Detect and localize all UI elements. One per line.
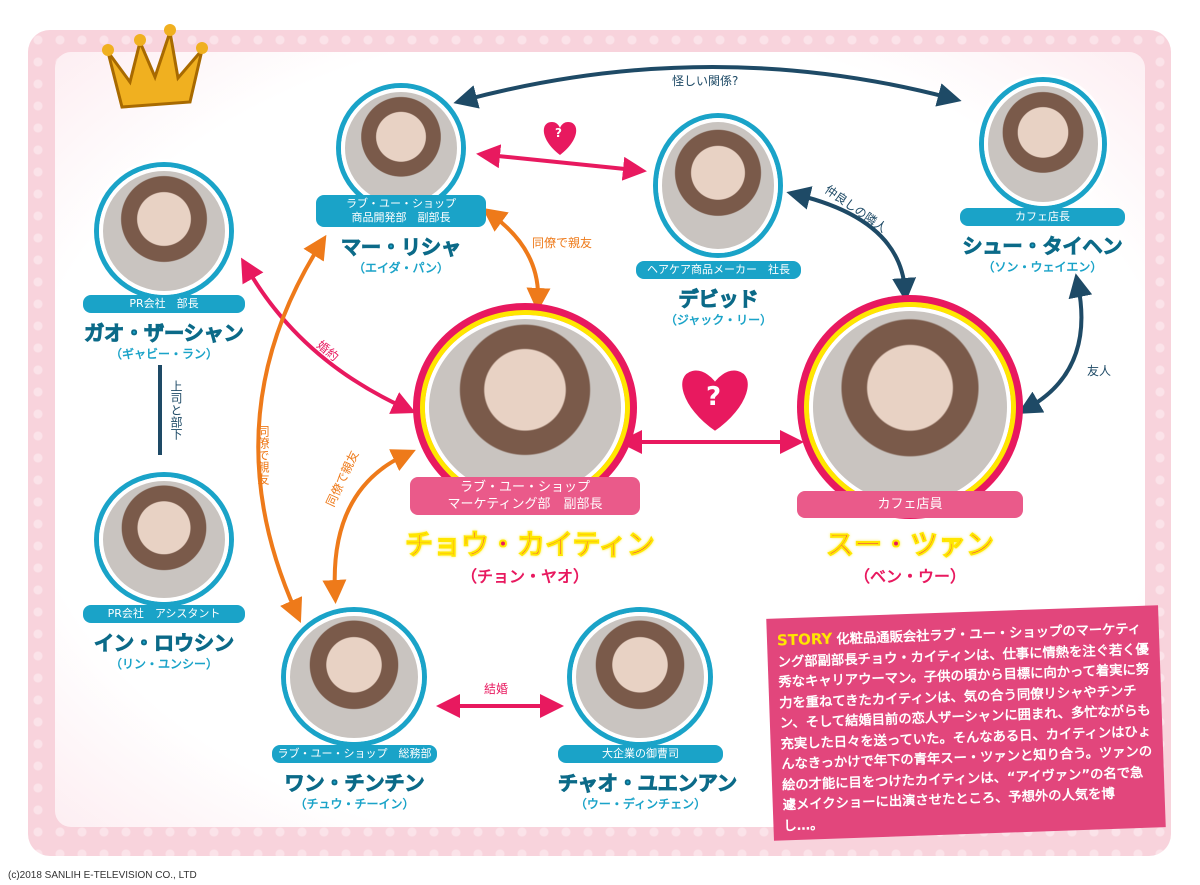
role-badge: 大企業の御曹司	[558, 745, 723, 763]
label-colleague-ma-zhou: 同僚で親友	[532, 236, 593, 250]
character-name: マー・リシャ	[341, 235, 462, 260]
arrow-suspicious	[453, 65, 962, 109]
actor-name: （ベン・ウー）	[853, 567, 966, 586]
role-badge: ヘアケア商品メーカー 社長	[636, 261, 801, 279]
character-yin-rouxin: PR会社 アシスタント イン・ロウシン （リン・ユンシー）	[83, 475, 245, 675]
role-badge: PR会社 アシスタント	[83, 605, 245, 623]
character-name: チョウ・カイティン	[405, 528, 656, 562]
copyright: (c)2018 SANLIH E-TELEVISION CO., LTD	[8, 870, 197, 881]
character-name: チャオ・ユエンアン	[558, 771, 738, 796]
arrow-ma-zhou	[482, 207, 551, 312]
character-su-tsan: カフェ店員 スー・ツァン （ベン・ウー）	[795, 295, 1025, 590]
portrait	[286, 612, 422, 742]
arrow-zhou-wang	[322, 449, 416, 604]
label-friend: 友人	[1087, 364, 1112, 378]
portrait	[425, 315, 625, 500]
role-badge: ラブ・ユー・ショップ 商品開発部 副部長	[316, 195, 486, 227]
character-name: デビッド	[678, 287, 759, 312]
label-married: 結婚	[484, 682, 509, 696]
portrait	[658, 118, 778, 253]
character-name: イン・ロウシン	[94, 631, 235, 656]
portrait	[572, 612, 708, 742]
portrait	[99, 477, 229, 602]
label-suspicious: 怪しい関係?	[672, 74, 739, 88]
role-badge: PR会社 部長	[83, 295, 245, 313]
heart-icon-small	[543, 122, 577, 155]
character-chao-yuenan: 大企業の御曹司 チャオ・ユエンアン （ウー・ディンチェン）	[558, 612, 738, 817]
character-name: ワン・チンチン	[284, 771, 425, 796]
role-badge: カフェ店員	[797, 491, 1023, 518]
character-zhou-kaiting: ラブ・ユー・ショップ マーケティング部 副部長 チョウ・カイティン （チョン・ヤ…	[405, 305, 656, 590]
character-gao-zhashan: PR会社 部長 ガオ・ザーシャン （ギャビー・ラン）	[83, 165, 245, 365]
character-name: シュー・タイヘン	[962, 234, 1123, 259]
character-david: ヘアケア商品メーカー 社長 デビッド （ジャック・リー）	[636, 118, 801, 328]
character-name: スー・ツァン	[825, 528, 994, 562]
character-xu-taiheng: カフェ店長 シュー・タイヘン （ソン・ウェイエン）	[960, 82, 1125, 282]
question-mark-large: ?	[706, 382, 722, 412]
portrait	[809, 307, 1011, 507]
character-wang-qinqin: ラブ・ユー・ショップ 総務部 ワン・チンチン （チュウ・チーイン）	[272, 612, 437, 817]
character-name: ガオ・ザーシャン	[84, 321, 245, 346]
actor-name: （チョン・ヤオ）	[460, 567, 589, 586]
crown-icon	[102, 24, 208, 109]
character-ma-lisha: ラブ・ユー・ショップ 商品開発部 副部長 マー・リシャ （エイダ・パン）	[316, 85, 486, 280]
heart-icon-large	[680, 368, 750, 434]
actor-name: （リン・ユンシー）	[109, 657, 218, 671]
label-colleague-ma-wang: 同僚で親友	[256, 425, 270, 485]
role-badge: カフェ店長	[960, 208, 1125, 226]
actor-name: （チュウ・チーイン）	[294, 797, 415, 811]
label-boss: 上司と部下	[169, 380, 183, 440]
portrait	[341, 88, 461, 208]
portrait	[984, 82, 1102, 206]
story-text: 化粧品通販会社ラブ・ユー・ショップのマーケティング部副部長チョウ・カイティンは、…	[777, 621, 1153, 834]
actor-name: （ソン・ウェイエン）	[982, 260, 1103, 274]
arrow-ma-david	[476, 144, 647, 181]
actor-name: （エイダ・パン）	[352, 261, 450, 275]
question-mark: ?	[555, 126, 562, 140]
portrait	[99, 167, 229, 295]
role-badge: ラブ・ユー・ショップ 総務部	[272, 745, 437, 763]
story-heading: STORY	[776, 629, 833, 650]
arrow-david-su	[786, 186, 917, 302]
actor-name: （ジャック・リー）	[664, 313, 773, 327]
role-badge: ラブ・ユー・ショップ マーケティング部 副部長	[410, 477, 640, 515]
actor-name: （ウー・ディンチェン）	[574, 797, 707, 811]
arrow-xu-su	[1017, 273, 1093, 414]
actor-name: （ギャビー・ラン）	[109, 347, 218, 361]
arrow-ma-wang	[256, 234, 327, 623]
